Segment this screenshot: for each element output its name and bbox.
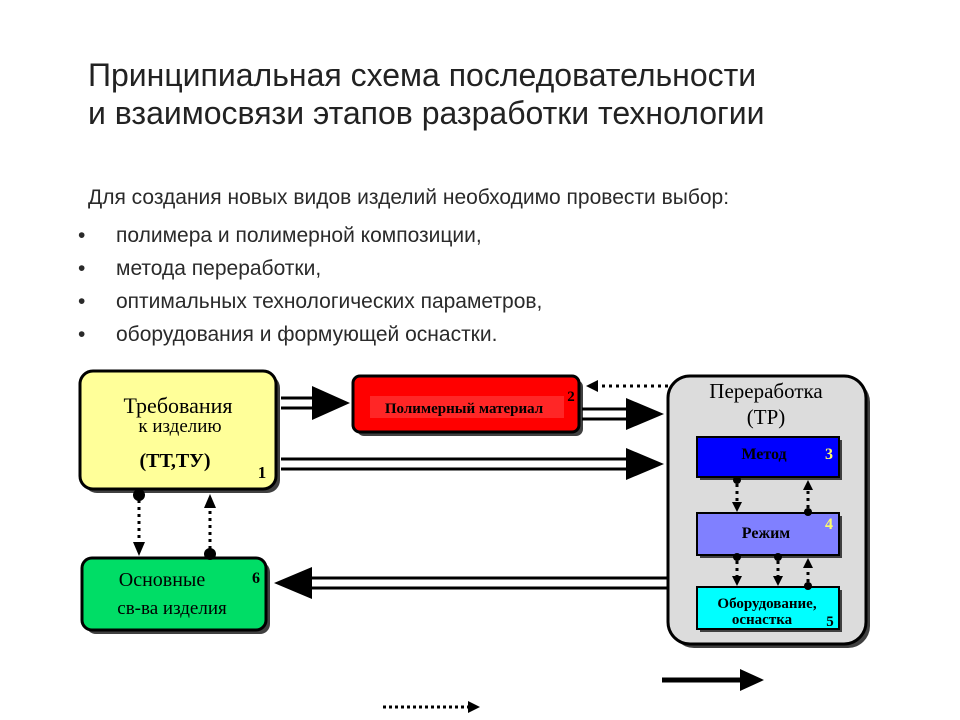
title-line-1: Принципиальная схема последовательности <box>88 57 757 93</box>
method-box: Метод 3 <box>696 436 842 480</box>
bullet-text: метода переработки, <box>116 257 322 280</box>
equipment-box-fill <box>696 586 840 630</box>
material-number: 2 <box>567 389 575 405</box>
properties-box: Основные св-ва изделия 6 <box>80 556 270 634</box>
properties-label-line-1: Основные <box>119 569 206 591</box>
method-label: Метод <box>741 446 786 463</box>
properties-label-line-2: св-ва изделия <box>117 598 227 619</box>
arrow-processing-to-properties <box>274 567 668 599</box>
legend-solid-arrow <box>662 669 764 691</box>
equipment-number: 5 <box>826 614 834 630</box>
bullet-text: полимера и полимерной композиции, <box>116 224 482 247</box>
mode-label: Режим <box>742 525 790 542</box>
bullet-item: • полимера и полимерной композиции, <box>78 220 542 253</box>
dotted-processing-to-material <box>586 380 668 392</box>
bullet-item: • метода переработки, <box>78 253 542 286</box>
processing-label-line-1: Переработка <box>709 379 823 403</box>
bullet-text: оптимальных технологических параметров, <box>116 290 543 313</box>
requirements-label-line-2: к изделию <box>138 416 221 437</box>
title-line-2: и взаимосвязи этапов разработки технолог… <box>88 95 765 131</box>
properties-box-fill <box>80 556 268 632</box>
requirements-label-line-1: Требования <box>123 393 232 418</box>
legend-dotted-arrow <box>383 701 480 713</box>
mode-box-fill <box>696 512 840 556</box>
requirements-label-line-3: (ТТ,ТУ) <box>139 450 210 472</box>
processing-label-line-2: (ТР) <box>747 405 786 429</box>
requirements-number: 1 <box>258 463 267 482</box>
intro-text: Для создания новых видов изделий необход… <box>88 186 730 209</box>
dotted-method-to-mode <box>732 476 742 512</box>
material-label: Полимерный материал <box>385 401 544 417</box>
arrow-material-to-processing <box>582 398 664 430</box>
bullet-dot: • <box>78 323 86 346</box>
equipment-box: Оборудование, оснастка 5 <box>696 586 842 632</box>
method-box-fill <box>696 436 840 478</box>
bullet-dot: • <box>78 257 86 280</box>
dotted-requirements-to-properties <box>133 489 145 556</box>
bullet-text: оборудования и формующей оснастки. <box>116 323 498 346</box>
bullet-item: • оптимальных технологических параметров, <box>78 286 542 319</box>
requirements-box: Требования к изделию (ТТ,ТУ) 1 <box>78 369 280 493</box>
equipment-label-line-2: оснастка <box>732 612 793 628</box>
bullet-item: • оборудования и формующей оснастки. <box>78 319 542 352</box>
mode-box: Режим 4 <box>696 512 842 558</box>
dotted-properties-to-requirements <box>204 494 216 560</box>
slide-title: Принципиальная схема последовательности … <box>88 56 928 132</box>
dotted-mode-to-method <box>803 480 813 516</box>
mode-number: 4 <box>825 516 833 533</box>
dotted-mode-to-equipment-2 <box>773 553 783 586</box>
equipment-label-line-1: Оборудование, <box>717 596 816 612</box>
arrow-requirements-to-material <box>281 386 350 420</box>
material-box-fill <box>351 374 581 434</box>
properties-number: 6 <box>252 570 260 587</box>
bullet-dot: • <box>78 290 86 313</box>
dotted-equipment-to-mode <box>803 558 813 590</box>
bullet-list: • полимера и полимерной композиции, • мето… <box>78 220 542 352</box>
dotted-mode-to-equipment <box>732 553 742 586</box>
bullet-dot: • <box>78 224 86 247</box>
requirements-box-fill <box>78 369 278 491</box>
method-number: 3 <box>825 446 833 463</box>
material-box: Полимерный материал 2 <box>351 374 583 436</box>
arrow-requirements-to-processing <box>281 448 664 480</box>
